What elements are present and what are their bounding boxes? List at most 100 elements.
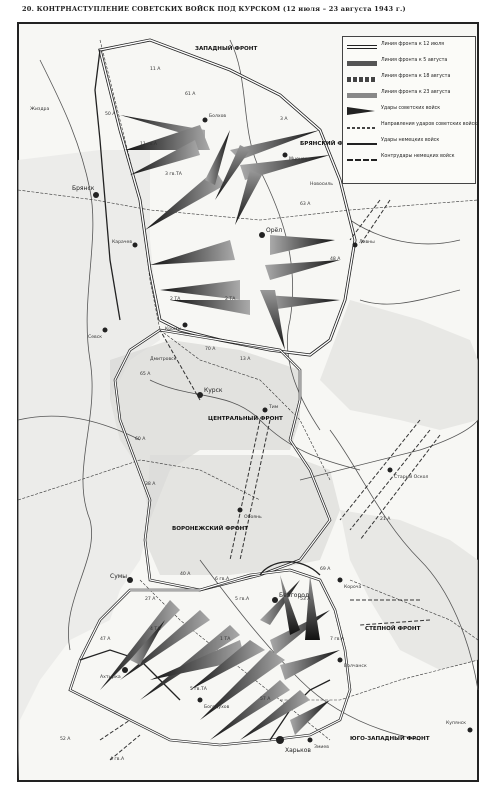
- legend-label: Линия фронта к 23 августа: [381, 90, 451, 95]
- front-line-belgorod: [68, 568, 352, 747]
- city-marker-bolkhov: [202, 117, 208, 123]
- city-marker-bogodukhov: [197, 697, 203, 703]
- city-label-zmiev: Змиев: [314, 744, 329, 750]
- city-marker-staryoskol: [387, 467, 393, 473]
- army-label: 7 гв.А: [330, 636, 345, 642]
- legend-label: Удары советских войск: [381, 106, 441, 111]
- army-label: 27 А: [145, 596, 156, 602]
- army-label: 65 А: [140, 371, 151, 377]
- city-marker-korocha: [337, 577, 343, 583]
- legend-item: Направления ударов советских войск: [347, 121, 477, 133]
- city-marker-sumy: [127, 577, 133, 583]
- front-label-bryansk: БРЯНСКИЙ ФРОНТ: [300, 139, 360, 147]
- legend-item: Линия фронта к 18 августа: [347, 73, 473, 85]
- army-label: 38 А: [145, 481, 156, 487]
- front-label-voronezh: ВОРОНЕЖСКИЙ ФРОНТ: [172, 524, 248, 532]
- city-label-korocha: Короча: [344, 584, 362, 590]
- city-label-staryoskol: Старый Оскол: [394, 473, 428, 480]
- army-labels: 11 А 61 А 3 А 63 А 48 А 13 А 70 А 65 А 6…: [60, 66, 391, 762]
- city-marker-kharkov: [276, 736, 284, 744]
- front-label-central: ЦЕНТРАЛЬНЫЙ ФРОНТ: [208, 414, 283, 422]
- army-label: 13 А: [240, 356, 251, 362]
- army-label: 40 А: [180, 571, 191, 577]
- army-label: 53 А: [300, 596, 311, 602]
- city-label-akhtyrka: Ахтырка: [100, 674, 121, 680]
- city-label-sumy: Сумы: [110, 573, 127, 580]
- city-label-bolkhov: Болхов: [209, 113, 226, 119]
- legend-label: Контрудары немецких войск: [381, 154, 455, 159]
- attack-arrows-orel: [120, 115, 340, 350]
- army-label: 11 А: [150, 66, 161, 72]
- city-label-tim: Тим: [268, 404, 279, 410]
- army-label: 61 А: [185, 91, 196, 97]
- army-label: 21 А: [380, 516, 391, 522]
- city-label-dmitrovsk: Дмитровск: [150, 356, 177, 362]
- city-marker-kursk: [197, 392, 203, 398]
- attack-arrows-kharkov: [100, 575, 340, 740]
- army-label: 60 А: [135, 436, 146, 442]
- army-label: 3 А: [280, 116, 288, 122]
- legend-label: Линия фронта к 5 августа: [381, 58, 448, 63]
- city-label-livny: Ливны: [359, 239, 375, 245]
- legend: Линия фронта к 12 июля Линия фронта к 5 …: [342, 36, 477, 184]
- front-label-southwest: ЮГО-ЗАПАДНЫЙ ФРОНТ: [350, 734, 430, 742]
- front-lines-secondary: [79, 49, 331, 741]
- legend-item: Линия фронта к 12 июля: [347, 41, 473, 53]
- city-label-novosil: Новосиль: [310, 181, 333, 187]
- army-label: 69 А: [320, 566, 331, 572]
- army-label: 3 гв.ТА: [165, 171, 183, 177]
- city-marker-livny: [352, 242, 358, 248]
- army-label: 63 А: [300, 201, 311, 207]
- city-label-sevsk: Севск: [88, 334, 102, 340]
- army-label: 5 гв.А: [235, 596, 250, 602]
- front-label-western: ЗАПАДНЫЙ ФРОНТ: [195, 44, 257, 52]
- legend-label: Линия фронта к 12 июля: [381, 42, 445, 47]
- city-marker-akhtyrka: [122, 667, 128, 673]
- city-label-volchansk: Волчанск: [344, 663, 367, 669]
- legend-item: Удары немецких войск: [347, 137, 473, 149]
- city-label-bogodukhov: Богодухов: [204, 704, 230, 710]
- city-label-orel: Орёл: [266, 227, 282, 234]
- city-label-karachev: Карачев: [112, 239, 132, 245]
- city-marker-orel: [259, 232, 265, 238]
- front-label-steppe: СТЕПНОЙ ФРОНТ: [365, 624, 421, 632]
- army-label: 57 А: [260, 696, 271, 702]
- legend-symbol-arrow-dashed: [347, 127, 377, 129]
- army-label: 52 А: [60, 736, 71, 742]
- dashed-arrows: [99, 199, 441, 761]
- city-labels: Орёл Брянск Курск Белгород Харьков Сумы …: [30, 106, 466, 754]
- front-line-kursk: [113, 328, 332, 592]
- army-label: 4 гв.А: [110, 756, 125, 762]
- city-marker-tim: [262, 407, 268, 413]
- legend-label: Линия фронта к 18 августа: [381, 74, 451, 79]
- city-marker-oboyan: [237, 507, 243, 513]
- legend-symbol-line: [347, 45, 377, 49]
- army-label: 2 ТА: [225, 296, 236, 302]
- city-marker-karachev: [132, 242, 138, 248]
- city-marker-zmiev: [307, 737, 313, 743]
- city-marker-sevsk: [102, 327, 108, 333]
- shaded-region: [18, 150, 478, 780]
- army-label: 2 ТА: [170, 296, 181, 302]
- city-marker-kupyansk: [467, 727, 473, 733]
- legend-symbol-thick: [347, 61, 377, 66]
- legend-symbol-counter: [347, 159, 377, 161]
- city-marker-bryansk: [93, 192, 99, 198]
- city-label-kursk: Курск: [204, 387, 223, 394]
- legend-symbol-arrow: [347, 143, 377, 145]
- city-marker-kromy: [182, 322, 188, 328]
- city-markers: [93, 117, 473, 744]
- legend-item: Линия фронта к 23 августа: [347, 89, 473, 101]
- city-label-kharkov: Харьков: [285, 747, 311, 754]
- city-label-zhizdra: Жиздра: [30, 106, 49, 112]
- map-title: 20. КОНТРНАСТУПЛЕНИЕ СОВЕТСКИХ ВОЙСК ПОД…: [22, 5, 406, 13]
- legend-item: Удары советских войск: [347, 105, 473, 117]
- legend-item: Контрудары немецких войск: [347, 153, 473, 165]
- legend-symbol-dashed: [347, 77, 377, 82]
- city-marker-mtsensk: [282, 152, 288, 158]
- front-labels: ЗАПАДНЫЙ ФРОНТ БРЯНСКИЙ ФРОНТ ЦЕНТРАЛЬНЫ…: [172, 44, 430, 742]
- army-label: 11 гв.А: [140, 141, 158, 147]
- legend-item: Линия фронта к 5 августа: [347, 57, 473, 69]
- army-label: 70 А: [205, 346, 216, 352]
